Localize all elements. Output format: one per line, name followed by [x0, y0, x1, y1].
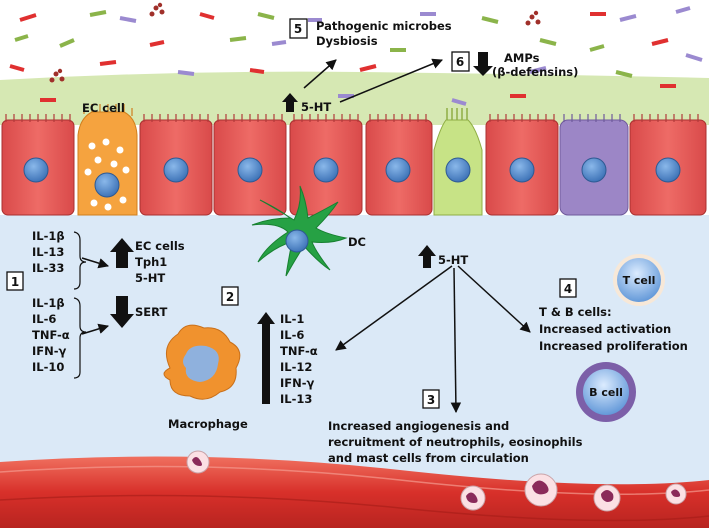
- svg-text:IL-12: IL-12: [280, 360, 312, 374]
- microbes-line1: Pathogenic microbes: [316, 19, 452, 33]
- ec-cell-label: EC cell: [82, 101, 125, 115]
- down-arrow-icon: [473, 52, 493, 76]
- svg-text:Increased proliferation: Increased proliferation: [539, 339, 688, 353]
- arrow-to-amps: [339, 58, 443, 103]
- panel1-cytokines-top: IL-1β IL-13 IL-33: [32, 229, 65, 275]
- step-box-4: 4: [559, 278, 577, 298]
- svg-text:and mast cells from circulatio: and mast cells from circulation: [328, 451, 529, 465]
- up-arrow-icon: [110, 238, 134, 268]
- arrow-brace-bottom: [81, 323, 110, 335]
- step-box-6: 6: [451, 51, 470, 72]
- svg-text:TNF-α: TNF-α: [280, 344, 318, 358]
- svg-text:Tph1: Tph1: [135, 255, 167, 269]
- b-cell: [576, 362, 636, 422]
- ec-cell: [77, 104, 138, 216]
- svg-text:IL-6: IL-6: [280, 328, 304, 342]
- svg-text:2: 2: [226, 290, 234, 304]
- t-cell: [613, 254, 665, 306]
- panel1-effects-up: EC cells Tph1 5-HT: [135, 239, 185, 285]
- macrophage: [163, 324, 241, 400]
- microbes-line2: Dysbiosis: [316, 34, 378, 48]
- step-box-2: 2: [221, 286, 239, 306]
- arrow-to-cytokines: [335, 265, 453, 351]
- mucus-layer: [0, 71, 709, 125]
- epithelium: [1, 119, 707, 216]
- up-arrow-icon: [257, 312, 275, 404]
- step-box-3: 3: [422, 389, 440, 409]
- brace-top: [73, 231, 87, 290]
- step-box-5: 5: [289, 18, 308, 39]
- panel1-cytokines-bottom: IL-1β IL-6 TNF-α IFN-γ IL-10: [32, 296, 70, 374]
- svg-text:IL-1β: IL-1β: [32, 296, 65, 310]
- panel3-text: Increased angiogenesis and recruitment o…: [328, 419, 583, 465]
- svg-text:T & B cells:: T & B cells:: [539, 305, 612, 319]
- circulating-leukocytes: [186, 450, 687, 512]
- up-arrow-icon: [282, 93, 298, 112]
- svg-text:IL-1: IL-1: [280, 312, 304, 326]
- svg-text:3: 3: [427, 393, 435, 407]
- arrow-to-angiogenesis: [450, 267, 462, 414]
- svg-text:IL-10: IL-10: [32, 360, 64, 374]
- amps-line2: (β-defensins): [492, 65, 578, 79]
- step-box-1: 1: [6, 271, 24, 291]
- b-cell-label: B cell: [589, 386, 623, 399]
- up-arrow-icon: [418, 245, 436, 268]
- svg-text:1: 1: [11, 275, 19, 289]
- dc-label: DC: [348, 235, 366, 249]
- svg-text:IFN-γ: IFN-γ: [32, 344, 67, 358]
- blood-vessel: [0, 456, 709, 528]
- lamina-5ht: 5-HT: [438, 253, 468, 267]
- amps-line1: AMPs: [504, 51, 540, 65]
- svg-text:IL-13: IL-13: [32, 245, 64, 259]
- svg-text:5: 5: [294, 22, 302, 36]
- arrow-to-lymphocytes: [457, 265, 531, 333]
- svg-text:Increased angiogenesis and: Increased angiogenesis and: [328, 419, 509, 433]
- t-cell-label: T cell: [623, 274, 656, 287]
- svg-text:6: 6: [456, 55, 464, 69]
- microvilli: [5, 114, 699, 122]
- svg-text:IFN-γ: IFN-γ: [280, 376, 315, 390]
- arrow-brace-top: [81, 257, 110, 269]
- microbe-dashes: [9, 6, 703, 106]
- dendritic-cell: [251, 185, 348, 277]
- svg-text:TNF-α: TNF-α: [32, 328, 70, 342]
- macrophage-label: Macrophage: [168, 417, 248, 431]
- arrow-to-microbes: [303, 59, 337, 89]
- svg-text:4: 4: [564, 282, 572, 296]
- down-arrow-icon: [110, 296, 134, 328]
- svg-text:IL-13: IL-13: [280, 392, 312, 406]
- panel2-cytokines: IL-1 IL-6 TNF-α IL-12 IFN-γ IL-13: [280, 312, 318, 406]
- microbe-clusters: [49, 2, 541, 83]
- epithelial-5ht: 5-HT: [301, 100, 331, 114]
- panel1-sert: SERT: [135, 305, 167, 319]
- svg-text:IL-1β: IL-1β: [32, 229, 65, 243]
- svg-text:Increased activation: Increased activation: [539, 322, 671, 336]
- svg-text:5-HT: 5-HT: [135, 271, 165, 285]
- nuclei: [23, 157, 681, 183]
- panel4-text: T & B cells: Increased activation Increa…: [539, 305, 688, 353]
- svg-text:IL-33: IL-33: [32, 261, 64, 275]
- svg-text:IL-6: IL-6: [32, 312, 56, 326]
- svg-text:recruitment of neutrophils, eo: recruitment of neutrophils, eosinophils: [328, 435, 583, 449]
- svg-text:EC cells: EC cells: [135, 239, 185, 253]
